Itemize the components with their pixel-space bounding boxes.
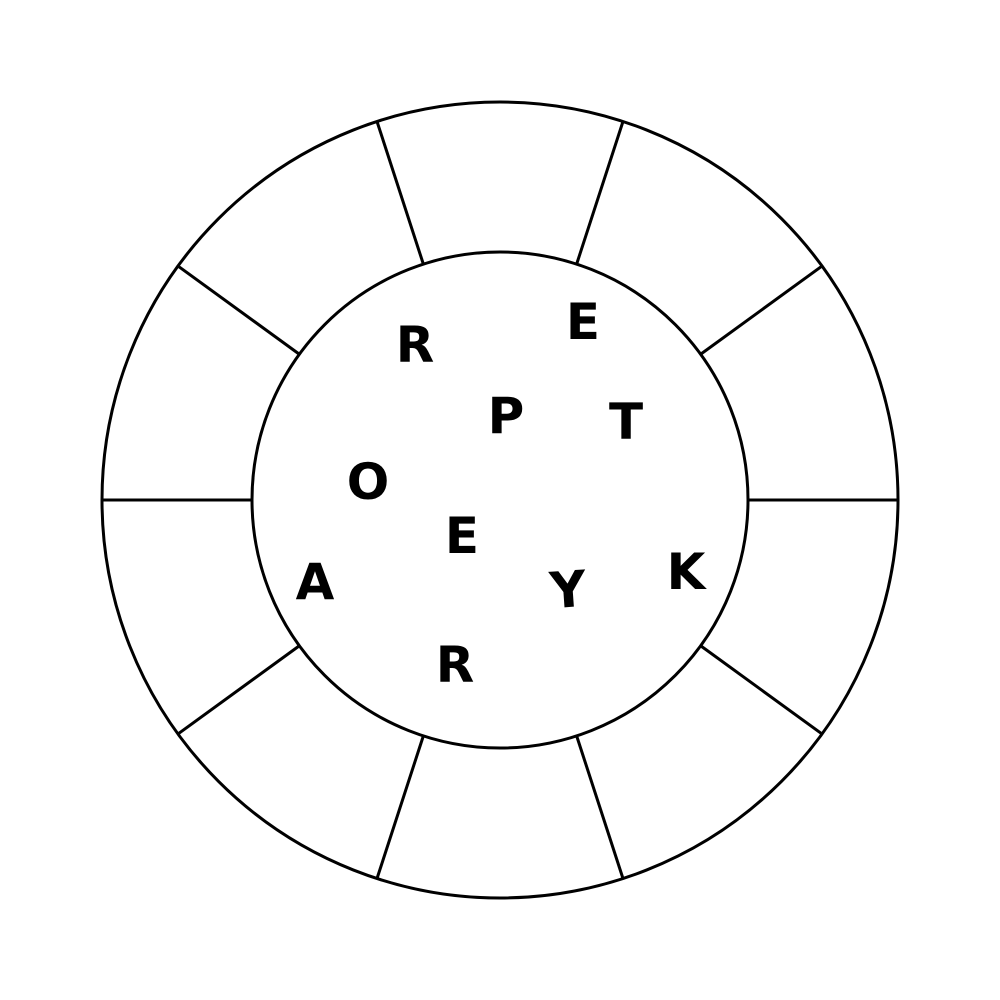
puzzle-letter: E bbox=[566, 293, 600, 351]
segment-divider bbox=[177, 264, 301, 356]
puzzle-letter: Y bbox=[547, 560, 589, 621]
puzzle-letter: E bbox=[445, 507, 479, 565]
inner-circle bbox=[250, 250, 750, 750]
segment-divider bbox=[375, 735, 425, 879]
puzzle-letter: K bbox=[667, 543, 708, 601]
puzzle-letter: R bbox=[436, 636, 475, 694]
segment-divider bbox=[177, 644, 301, 736]
puzzle-letter: R bbox=[396, 316, 435, 374]
segment-divider bbox=[375, 121, 425, 265]
segment-divider bbox=[699, 264, 823, 356]
puzzle-letter: A bbox=[296, 553, 335, 611]
segment-divider bbox=[699, 644, 823, 736]
puzzle-letter: P bbox=[488, 387, 525, 445]
puzzle-letter: O bbox=[347, 453, 390, 511]
segment-dividers bbox=[102, 121, 898, 879]
segment-divider bbox=[575, 121, 625, 265]
segment-divider bbox=[575, 735, 625, 879]
puzzle-letter: T bbox=[609, 393, 643, 451]
